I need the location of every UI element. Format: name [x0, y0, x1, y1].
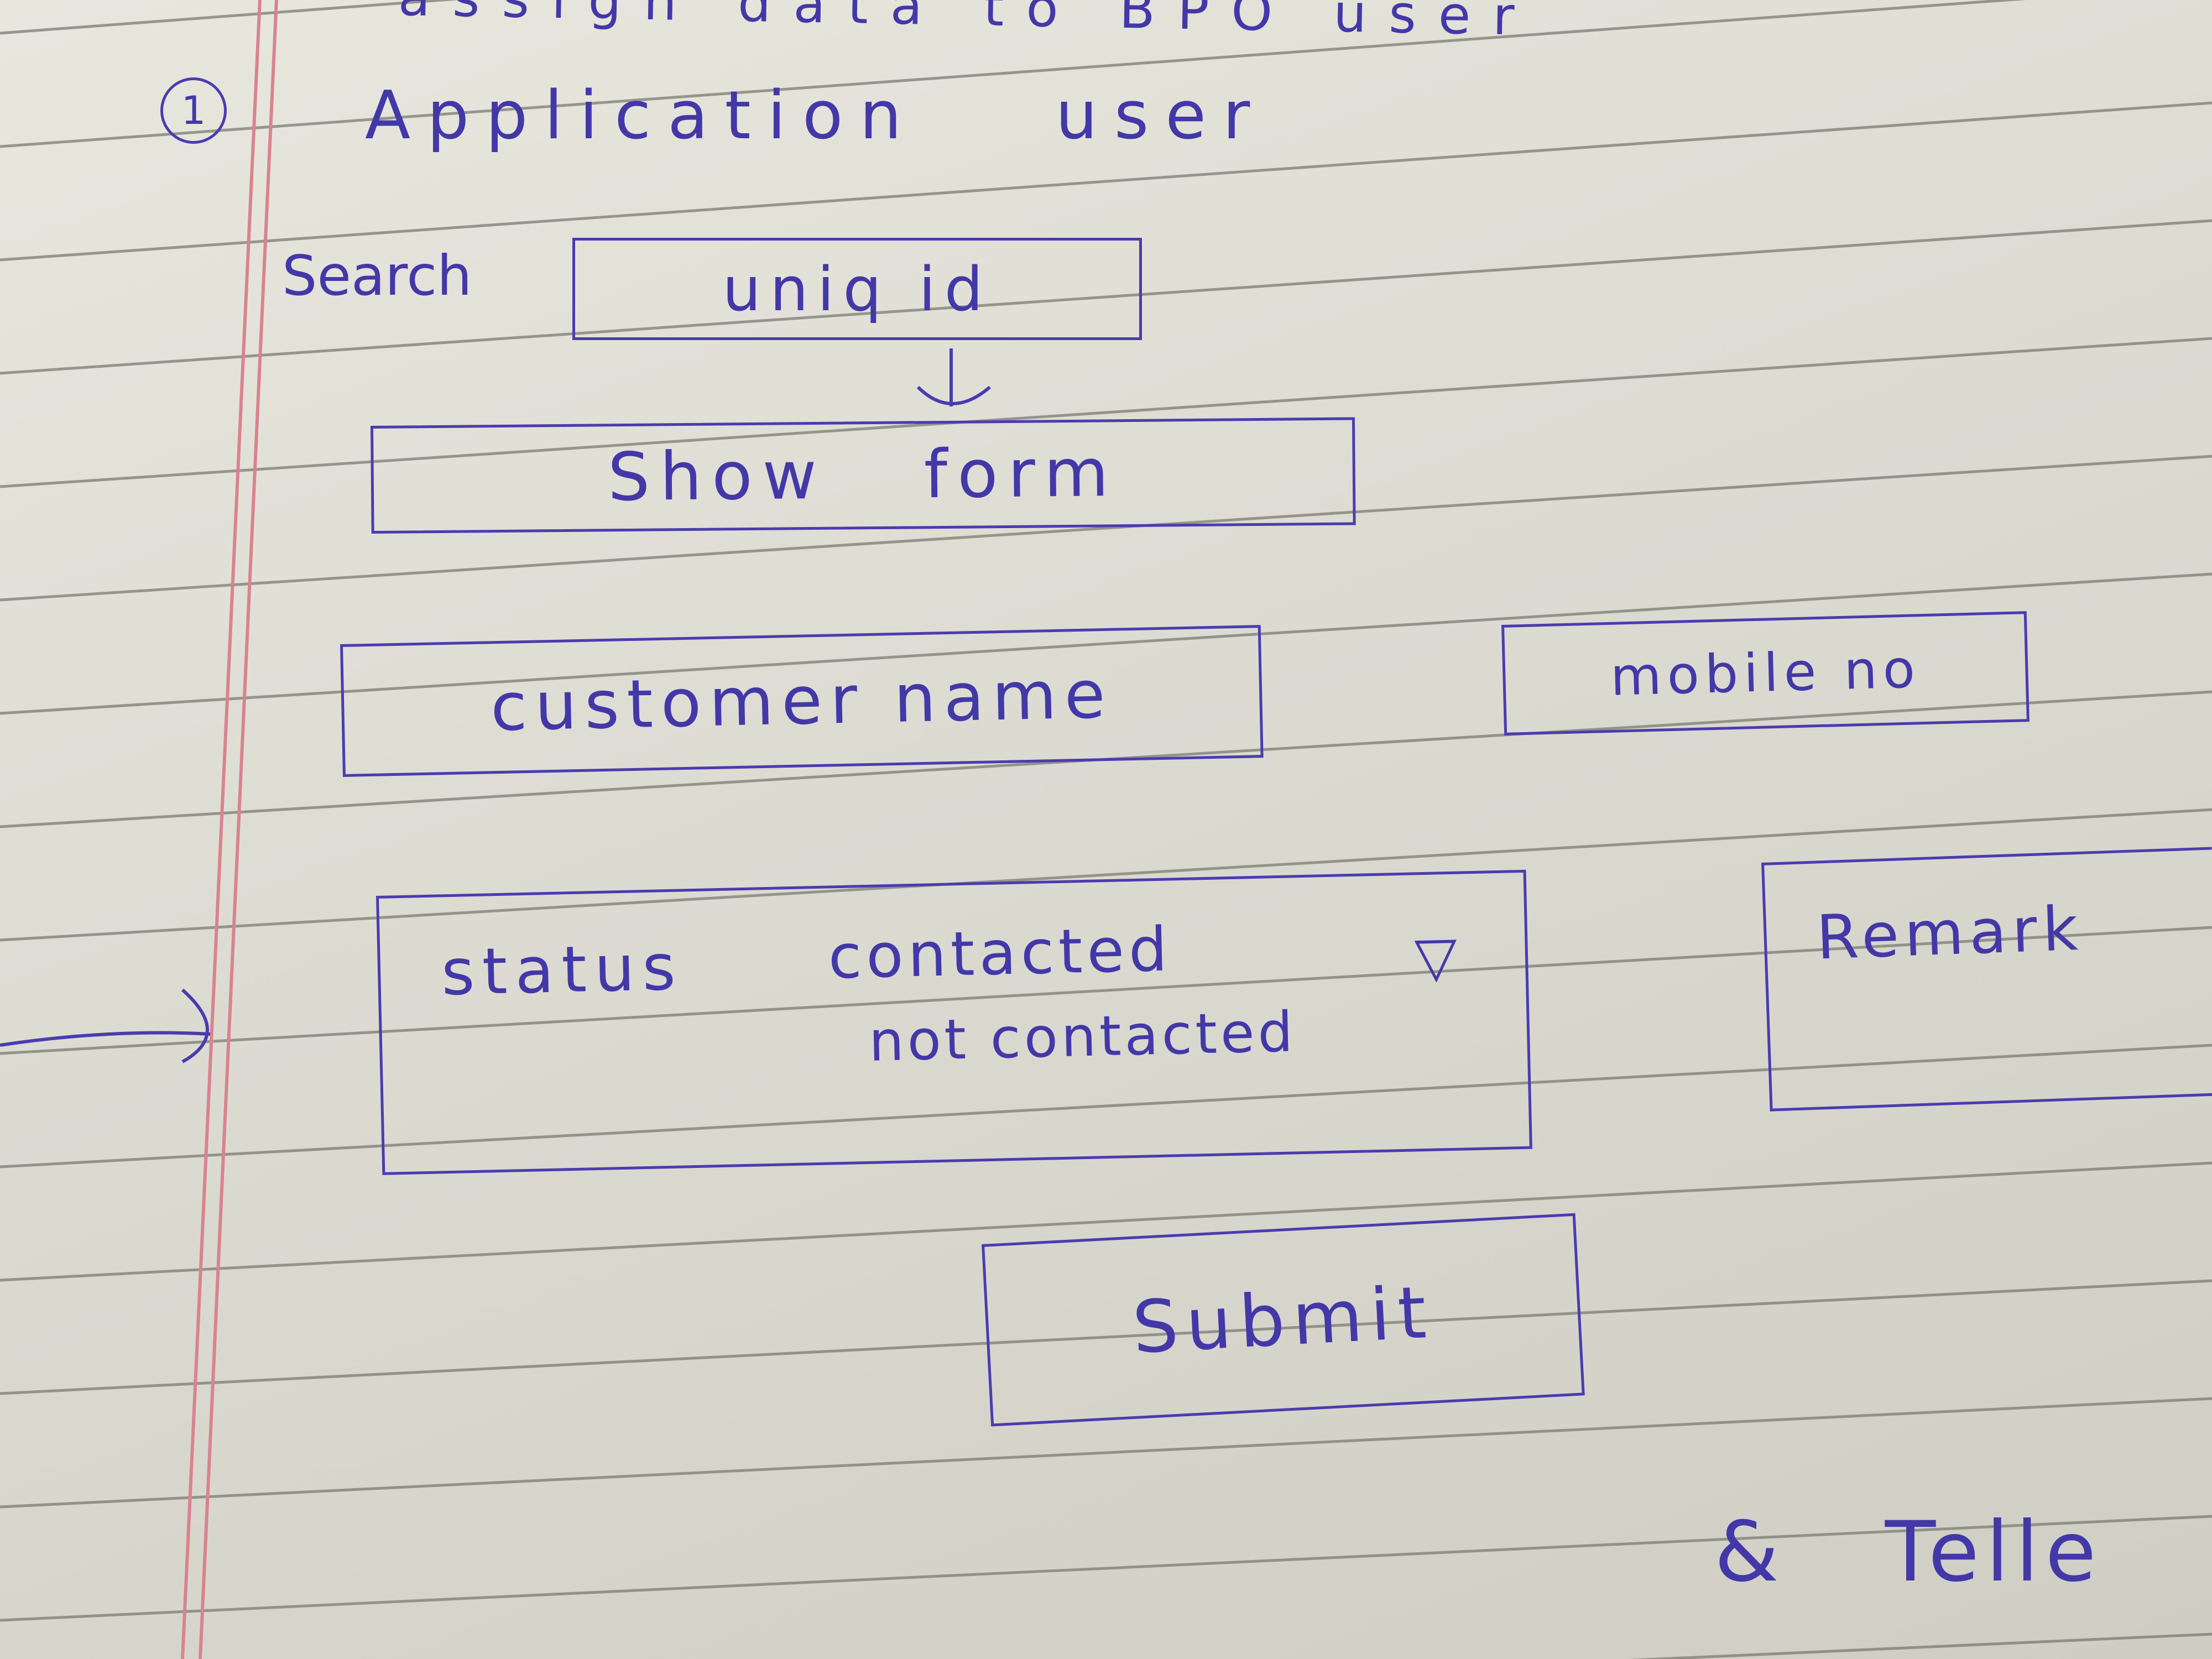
ruled-line	[0, 1279, 2212, 1395]
status-option-contacted[interactable]: contacted	[827, 914, 1173, 993]
ruled-line	[0, 219, 2212, 375]
ruled-line	[0, 0, 2027, 148]
ruled-line	[0, 926, 2212, 1055]
status-label: status	[440, 930, 684, 1010]
margin-line	[199, 0, 278, 1659]
ruled-line	[0, 1044, 2212, 1168]
customer-name-text: customer name	[489, 656, 1114, 746]
uniq-id-input[interactable]: uniq id	[572, 238, 1142, 340]
ruled-line	[0, 1515, 2212, 1622]
remark-label: Remark	[1815, 893, 2085, 973]
uniq-id-text: uniq id	[722, 253, 992, 325]
search-label: Search	[282, 243, 472, 308]
margin-line	[181, 0, 262, 1659]
customer-name-field[interactable]: customer name	[340, 625, 1264, 777]
ruled-line	[0, 1397, 2212, 1509]
ruled-line	[0, 808, 2212, 942]
show-form-text: Show form	[607, 435, 1119, 517]
dropdown-chevron-icon[interactable]: ▽	[1413, 924, 1458, 990]
section-number: 1	[160, 77, 227, 144]
submit-text: Submit	[1130, 1270, 1436, 1370]
remark-field[interactable]: Remark	[1761, 847, 2212, 1112]
mobile-no-text: mobile no	[1609, 639, 1922, 708]
ruled-line	[1628, 1632, 2212, 1659]
show-form-button[interactable]: Show form	[371, 417, 1356, 534]
down-arrow	[916, 348, 991, 406]
mobile-no-field[interactable]: mobile no	[1501, 611, 2030, 735]
side-arrow	[0, 988, 211, 1063]
section-title: Application user	[365, 77, 1267, 154]
status-select[interactable]: status contacted not contacted ▽	[376, 869, 1532, 1175]
ruled-line	[0, 572, 2212, 715]
ruled-line	[0, 0, 461, 35]
ruled-line	[0, 101, 2212, 262]
status-option-not-contacted[interactable]: not contacted	[868, 999, 1297, 1074]
bottom-fragment: & Telle	[1714, 1504, 2103, 1600]
ruled-line	[0, 455, 2212, 602]
ruled-line	[0, 337, 2212, 488]
ruled-line	[0, 1161, 2212, 1282]
submit-button[interactable]: Submit	[982, 1213, 1585, 1427]
ruled-line	[0, 690, 2212, 828]
